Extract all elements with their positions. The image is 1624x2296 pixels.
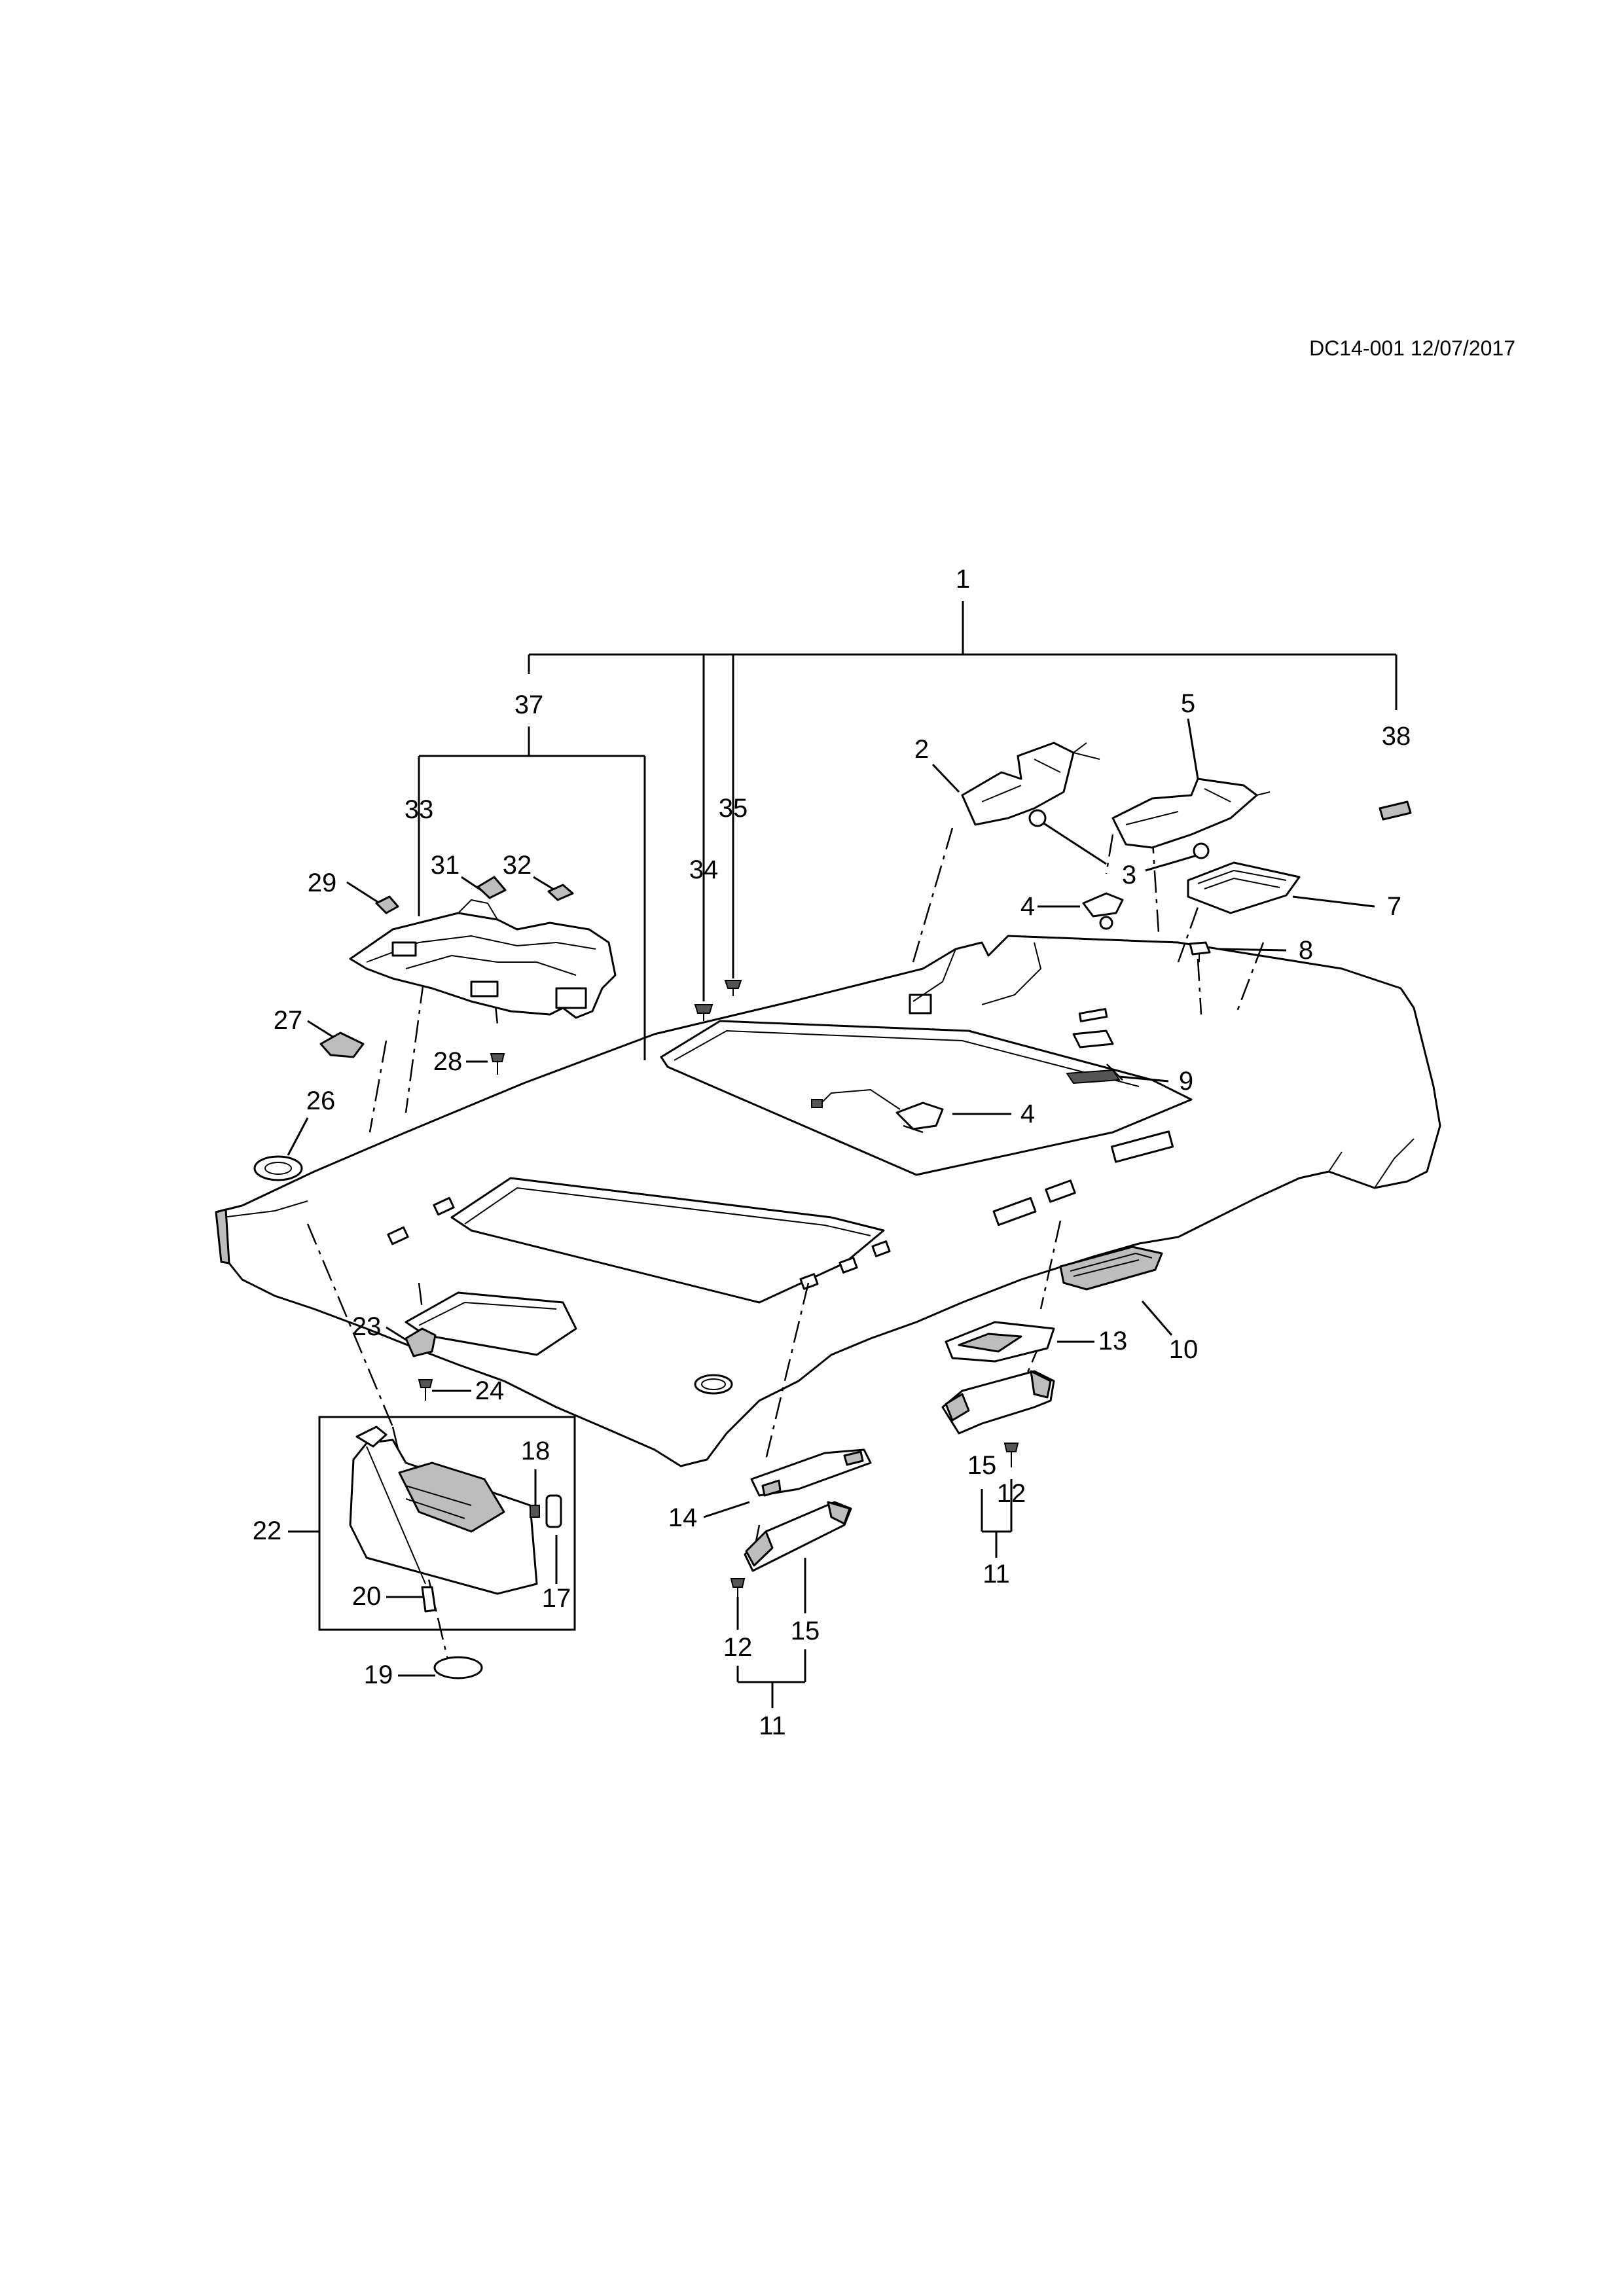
callout-15-left: 15 <box>791 1617 820 1645</box>
callout-22: 22 <box>253 1516 282 1545</box>
callout-29: 29 <box>308 869 337 897</box>
callout-31: 31 <box>431 851 460 880</box>
part-33-frame <box>349 899 617 1019</box>
part-17-cover <box>545 1494 562 1528</box>
part-7-lamp <box>1187 861 1301 914</box>
part-27-clip <box>319 1031 365 1058</box>
leader-lines <box>287 718 1375 1708</box>
callout-10: 10 <box>1169 1335 1199 1364</box>
part-34-clip <box>694 1004 713 1021</box>
part-38-clip <box>1379 800 1412 821</box>
part-5-bracket <box>1111 778 1271 859</box>
callout-14: 14 <box>668 1503 698 1532</box>
diagram-reference: DC14-001 12/07/2017 <box>1309 336 1515 360</box>
callout-26: 26 <box>306 1086 336 1115</box>
part-13-console <box>945 1321 1055 1363</box>
part-28-screw <box>490 1053 505 1075</box>
callout-12-left: 12 <box>723 1633 753 1662</box>
callout-3: 3 <box>1122 861 1136 889</box>
callout-7: 7 <box>1387 892 1401 921</box>
visor-mirror <box>398 1462 505 1533</box>
part-23-clip <box>405 1327 437 1357</box>
callout-11-left: 11 <box>759 1712 786 1740</box>
part-10-lamp <box>1059 1246 1163 1291</box>
callout-23: 23 <box>352 1312 382 1341</box>
callout-labels: 1 37 38 33 34 35 2 5 3 4 7 8 9 4 10 13 1… <box>253 565 1411 1740</box>
part-24-screw <box>418 1379 433 1401</box>
callout-4-upper: 4 <box>1020 892 1035 921</box>
callout-13: 13 <box>1098 1327 1128 1355</box>
part-29-clip <box>375 895 399 914</box>
part-8-fastener <box>1189 941 1211 962</box>
part-9-light <box>1066 1030 1121 1085</box>
callout-8: 8 <box>1299 936 1313 965</box>
part-12-right-screw <box>1003 1443 1019 1467</box>
visor-pivot <box>355 1426 388 1448</box>
part-12-left-screw <box>730 1578 746 1602</box>
callout-17: 17 <box>542 1584 571 1613</box>
callout-27: 27 <box>274 1006 303 1035</box>
callout-9: 9 <box>1179 1067 1193 1096</box>
callout-38: 38 <box>1382 722 1411 751</box>
callout-32: 32 <box>503 851 532 880</box>
part-18-clip <box>530 1505 540 1518</box>
headliner-panel <box>215 935 1441 1467</box>
part-22-visor-box <box>318 1416 576 1631</box>
part-2-bracket <box>961 742 1100 827</box>
callout-35: 35 <box>719 794 748 823</box>
part-15-left-handle <box>744 1501 852 1572</box>
part-31-clip <box>477 876 507 899</box>
callout-19: 19 <box>364 1660 393 1689</box>
front-roof-opening <box>450 1177 885 1304</box>
callout-37: 37 <box>514 691 544 719</box>
callout-1: 1 <box>956 565 970 594</box>
callout-24: 24 <box>475 1376 505 1405</box>
part-19-cap <box>433 1656 483 1679</box>
callout-11-right: 11 <box>983 1560 1010 1588</box>
callout-2: 2 <box>914 735 929 764</box>
callout-34: 34 <box>689 855 719 884</box>
callout-20: 20 <box>352 1582 382 1611</box>
part-4-lower-motor <box>811 1088 944 1130</box>
part-32-clip <box>547 884 574 901</box>
callout-28: 28 <box>433 1047 463 1076</box>
callout-5: 5 <box>1181 689 1195 718</box>
part-35-clip <box>724 980 742 996</box>
part-14-plate <box>750 1448 872 1497</box>
part-4-upper-clip <box>1082 892 1124 930</box>
assembly-bracket-1 <box>418 601 1398 1060</box>
part-15-right-handle <box>941 1370 1055 1435</box>
part-26-ring <box>253 1155 303 1181</box>
rear-roof-opening <box>660 1020 1193 1176</box>
part-20-screw <box>421 1586 437 1613</box>
callout-15-right: 15 <box>967 1451 997 1480</box>
callout-18: 18 <box>521 1437 550 1465</box>
callout-4-lower: 4 <box>1020 1100 1035 1128</box>
